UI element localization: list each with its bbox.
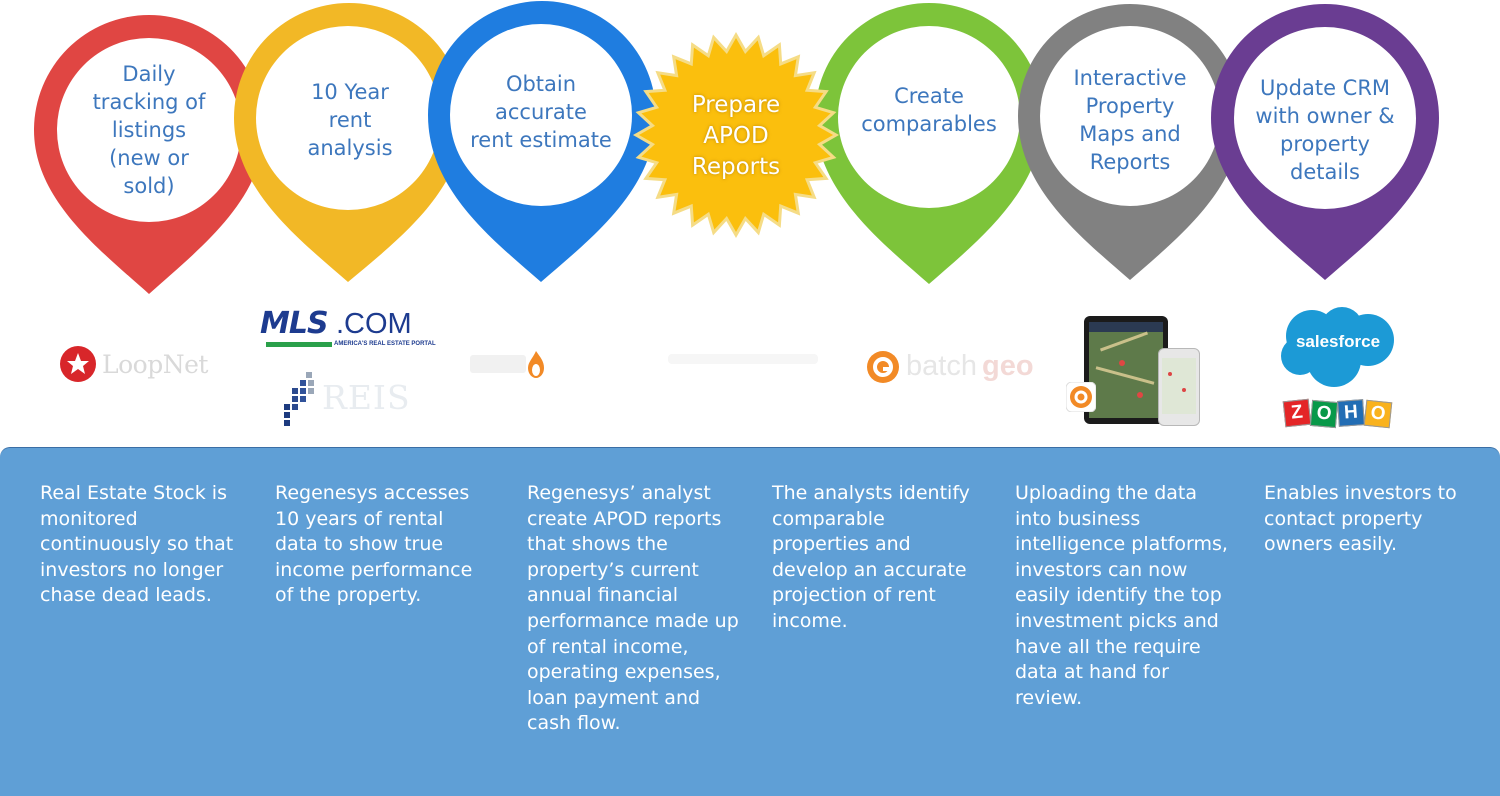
description-panel bbox=[0, 447, 1500, 796]
pin-rent-analysis bbox=[234, 3, 464, 282]
tablet-device bbox=[1084, 316, 1168, 424]
pin-comparables bbox=[815, 3, 1043, 284]
description-apod-reports: Regenesys’ analyst create APOD reports t… bbox=[527, 482, 739, 735]
description-property-maps: Uploading the data into business intelli… bbox=[1015, 482, 1228, 709]
pin-property-maps bbox=[1018, 4, 1242, 280]
salesforce-logo: salesforce bbox=[1280, 306, 1396, 388]
description-update-crm: Enables investors to contact property ow… bbox=[1264, 482, 1457, 556]
pin-label-rent-analysis: 10 Year rent analysis bbox=[307, 80, 393, 160]
zoho-letter-o2: O bbox=[1363, 399, 1393, 429]
faded-logo-placeholder bbox=[668, 350, 818, 372]
flame-icon bbox=[528, 351, 544, 378]
reis-wordmark: REIS bbox=[322, 378, 411, 417]
zoho-letter-z: Z bbox=[1282, 398, 1312, 428]
salesforce-cloud-icon bbox=[1281, 307, 1394, 387]
faded-logo-text bbox=[470, 355, 526, 373]
zoho-letter-h: H bbox=[1337, 399, 1365, 427]
description-daily-tracking: Real Estate Stock is monitored continuou… bbox=[40, 482, 234, 607]
pin-rent-estimate bbox=[428, 1, 656, 282]
reis-grid-icon bbox=[284, 372, 314, 426]
pin-label-property-maps: Interactive Property Maps and Reports bbox=[1073, 66, 1187, 174]
pin-update-crm bbox=[1211, 4, 1439, 280]
mls-tagline: AMERICA'S REAL ESTATE PORTAL bbox=[332, 341, 438, 347]
pin-label-comparables: Create comparables bbox=[861, 84, 997, 136]
devices-image bbox=[1066, 314, 1202, 426]
reis-logo: REIS bbox=[284, 370, 414, 426]
pin-daily-tracking bbox=[34, 15, 264, 294]
loopnet-mark-icon bbox=[60, 346, 96, 382]
pin-label-daily-tracking: Daily tracking of listings (new or sold) bbox=[92, 62, 206, 198]
zoho-letter-o1: O bbox=[1309, 399, 1339, 429]
tablet-map-screen bbox=[1089, 322, 1163, 418]
phone-map-screen bbox=[1162, 358, 1196, 414]
description-rent-analysis: Regenesys accesses 10 years of rental da… bbox=[275, 482, 473, 607]
batchgeo-batch: batch bbox=[906, 350, 977, 382]
pin-label-update-crm: Update CRM with owner & property details bbox=[1255, 76, 1395, 184]
faded-logo bbox=[470, 345, 550, 385]
process-pins-graphic bbox=[34, 1, 1439, 294]
apod-starburst bbox=[632, 31, 840, 239]
pin-label-rent-estimate: Obtain accurate rent estimate bbox=[470, 72, 612, 152]
batchgeo-geo: geo bbox=[982, 350, 1034, 382]
description-comparables: The analysts identify comparable propert… bbox=[772, 482, 970, 632]
batchgeo-marker-icon bbox=[867, 351, 899, 383]
mls-com-suffix: .COM bbox=[336, 308, 412, 340]
pin-label-apod-reports: Prepare APOD Reports bbox=[691, 91, 781, 180]
mls-wordmark: MLS bbox=[260, 306, 329, 341]
batchgeo-logo: batch geo bbox=[866, 348, 1046, 388]
zoho-logo: Z O H O bbox=[1282, 398, 1393, 430]
loopnet-wordmark: LoopNet bbox=[102, 350, 208, 379]
batchgeo-app-icon bbox=[1066, 382, 1096, 412]
salesforce-wordmark: salesforce bbox=[1295, 332, 1381, 351]
mls-com-logo: MLS .COM AMERICA'S REAL ESTATE PORTAL bbox=[258, 306, 438, 350]
phone-device bbox=[1158, 348, 1200, 426]
loopnet-logo: LoopNet bbox=[56, 344, 236, 386]
